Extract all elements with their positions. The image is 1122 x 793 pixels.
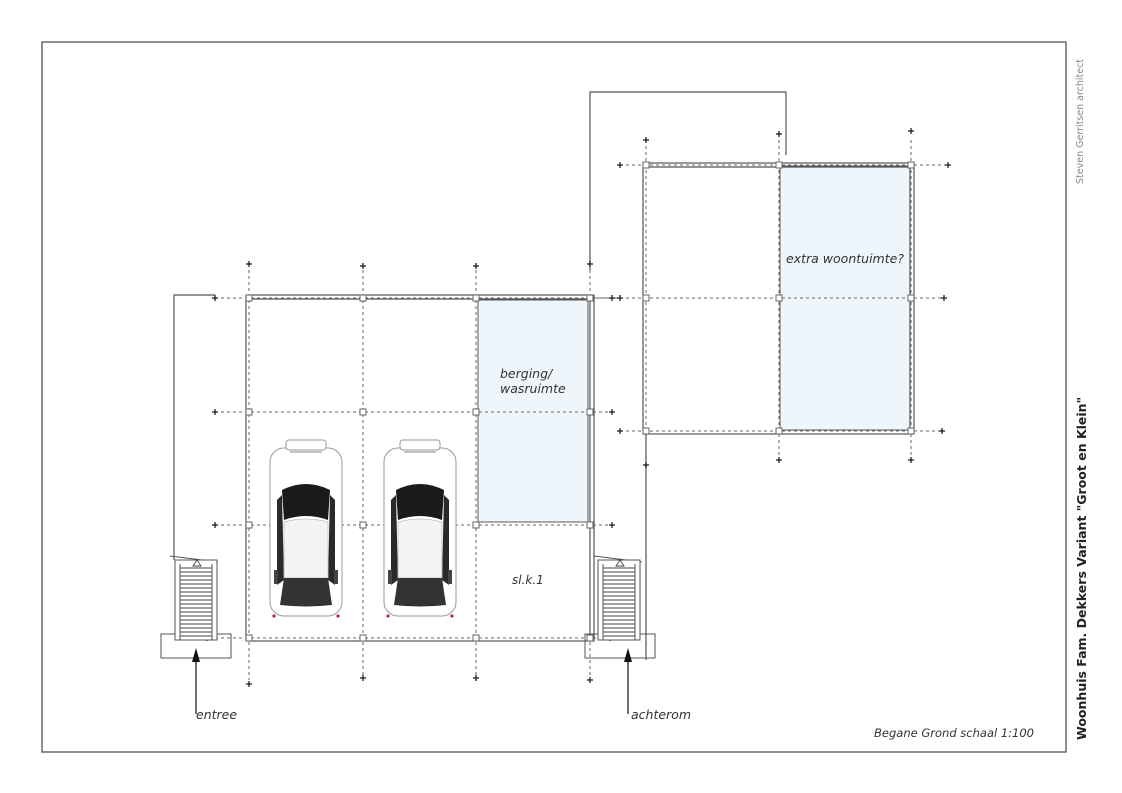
room-berging-fill [477,299,589,523]
grid-nodes [245,161,915,642]
room-label-berging: berging/ [500,366,554,381]
arrow-up-icon [624,648,632,714]
room-label-slk: sl.k.1 [512,573,544,587]
stair-icon [584,555,656,659]
entrance-label-achterom: achterom [631,707,691,722]
stair-icon [160,555,232,659]
room-label-wasruimte: wasruimte [500,381,566,396]
scale-caption: Begane Grond schaal 1:100 [874,726,1034,740]
walls [173,91,915,660]
architect-credit: Steven Gerritsen architect [1075,59,1086,184]
car-icon [383,439,457,619]
car-icon [269,439,343,619]
arrow-up-icon [192,648,200,714]
entrance-label-entree: entree [196,707,237,722]
room-label-extra: extra woontuimte? [786,251,904,266]
project-title: Woonhuis Fam. Dekkers Variant "Groot en … [1074,397,1089,740]
drawing-frame [41,41,1067,753]
